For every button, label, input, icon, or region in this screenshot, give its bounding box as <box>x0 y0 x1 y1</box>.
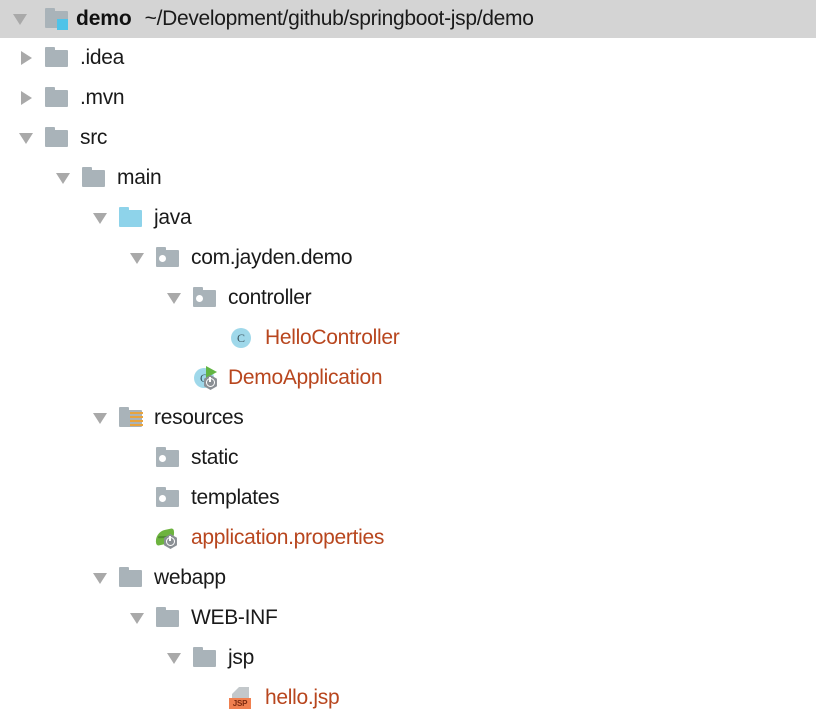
tree-row[interactable]: com.jayden.demo <box>0 238 816 278</box>
tree-row-label: HelloController <box>265 326 400 349</box>
java-class-icon: C <box>225 318 259 358</box>
tree-row-label: controller <box>228 286 312 309</box>
arrow-spacer <box>197 318 225 358</box>
tree-row[interactable]: resources <box>0 398 816 438</box>
collapse-arrow[interactable] <box>160 278 188 318</box>
folder-icon <box>40 118 74 158</box>
tree-row[interactable]: .idea <box>0 38 816 78</box>
arrow-spacer <box>197 678 225 718</box>
folder-icon <box>151 598 185 638</box>
tree-row[interactable]: webapp <box>0 558 816 598</box>
chevron-down-icon <box>13 13 27 25</box>
chevron-down-icon <box>56 172 70 184</box>
chevron-down-icon <box>93 212 107 224</box>
collapse-arrow[interactable] <box>49 158 77 198</box>
folder-icon <box>188 638 222 678</box>
module-folder-icon <box>40 7 74 31</box>
tree-row-label: DemoApplication <box>228 366 383 389</box>
collapse-arrow[interactable] <box>160 638 188 678</box>
tree-row[interactable]: main <box>0 158 816 198</box>
tree-row[interactable]: C DemoApplication <box>0 358 816 398</box>
package-folder-icon <box>151 238 185 278</box>
tree-row[interactable]: java <box>0 198 816 238</box>
collapse-arrow[interactable] <box>123 598 151 638</box>
expand-arrow[interactable] <box>12 38 40 78</box>
tree-row-label: src <box>80 126 108 149</box>
tree-row[interactable]: JSP hello.jsp <box>0 678 816 718</box>
collapse-arrow[interactable] <box>12 118 40 158</box>
package-folder-icon <box>151 478 185 518</box>
package-folder-icon <box>151 438 185 478</box>
tree-row-label: main <box>117 166 162 189</box>
tree-row-label: static <box>191 446 239 469</box>
expand-arrow[interactable] <box>12 78 40 118</box>
tree-row-label: com.jayden.demo <box>191 246 353 269</box>
project-name-label: demo <box>76 7 132 30</box>
arrow-spacer <box>160 358 188 398</box>
collapse-arrow[interactable] <box>86 198 114 238</box>
folder-icon <box>40 38 74 78</box>
tree-row[interactable]: static <box>0 438 816 478</box>
package-folder-icon <box>188 278 222 318</box>
tree-row[interactable]: jsp <box>0 638 816 678</box>
project-path-label: ~/Development/github/springboot-jsp/demo <box>144 7 534 30</box>
chevron-right-icon <box>20 51 32 65</box>
collapse-arrow[interactable] <box>123 238 151 278</box>
tree-row[interactable]: templates <box>0 478 816 518</box>
chevron-right-icon <box>20 91 32 105</box>
jsp-file-icon: JSP <box>225 678 259 718</box>
collapse-arrow[interactable] <box>86 558 114 598</box>
tree-row[interactable]: controller <box>0 278 816 318</box>
resource-root-folder-icon <box>114 398 148 438</box>
chevron-down-icon <box>167 652 181 664</box>
tree-row-label: hello.jsp <box>265 686 340 709</box>
tree-row[interactable]: .mvn <box>0 78 816 118</box>
arrow-spacer <box>123 518 151 558</box>
folder-icon <box>77 158 111 198</box>
tree-row[interactable]: src <box>0 118 816 158</box>
arrow-spacer <box>123 478 151 518</box>
tree-row-label: java <box>154 206 192 229</box>
project-root-header[interactable]: demo ~/Development/github/springboot-jsp… <box>0 0 816 38</box>
tree-row-label: resources <box>154 406 244 429</box>
chevron-down-icon <box>93 572 107 584</box>
tree-row-label: jsp <box>228 646 254 669</box>
chevron-down-icon <box>167 292 181 304</box>
tree-row-label: webapp <box>154 566 226 589</box>
tree-row-label: .idea <box>80 46 125 69</box>
chevron-down-icon <box>93 412 107 424</box>
tree-row[interactable]: application.properties <box>0 518 816 558</box>
chevron-down-icon <box>130 612 144 624</box>
folder-icon <box>114 558 148 598</box>
source-root-folder-icon <box>114 198 148 238</box>
arrow-spacer <box>123 438 151 478</box>
tree-row[interactable]: C HelloController <box>0 318 816 358</box>
chevron-down-icon <box>19 132 33 144</box>
folder-icon <box>40 78 74 118</box>
collapse-arrow[interactable] <box>86 398 114 438</box>
tree-row-label: .mvn <box>80 86 125 109</box>
tree-row[interactable]: WEB-INF <box>0 598 816 638</box>
tree-row-label: templates <box>191 486 280 509</box>
chevron-down-icon <box>130 252 144 264</box>
spring-properties-icon <box>151 518 185 558</box>
tree-row-label: WEB-INF <box>191 606 278 629</box>
spring-boot-app-icon: C <box>188 358 222 398</box>
tree-row-label: application.properties <box>191 526 385 549</box>
root-expand-arrow[interactable] <box>0 0 40 39</box>
